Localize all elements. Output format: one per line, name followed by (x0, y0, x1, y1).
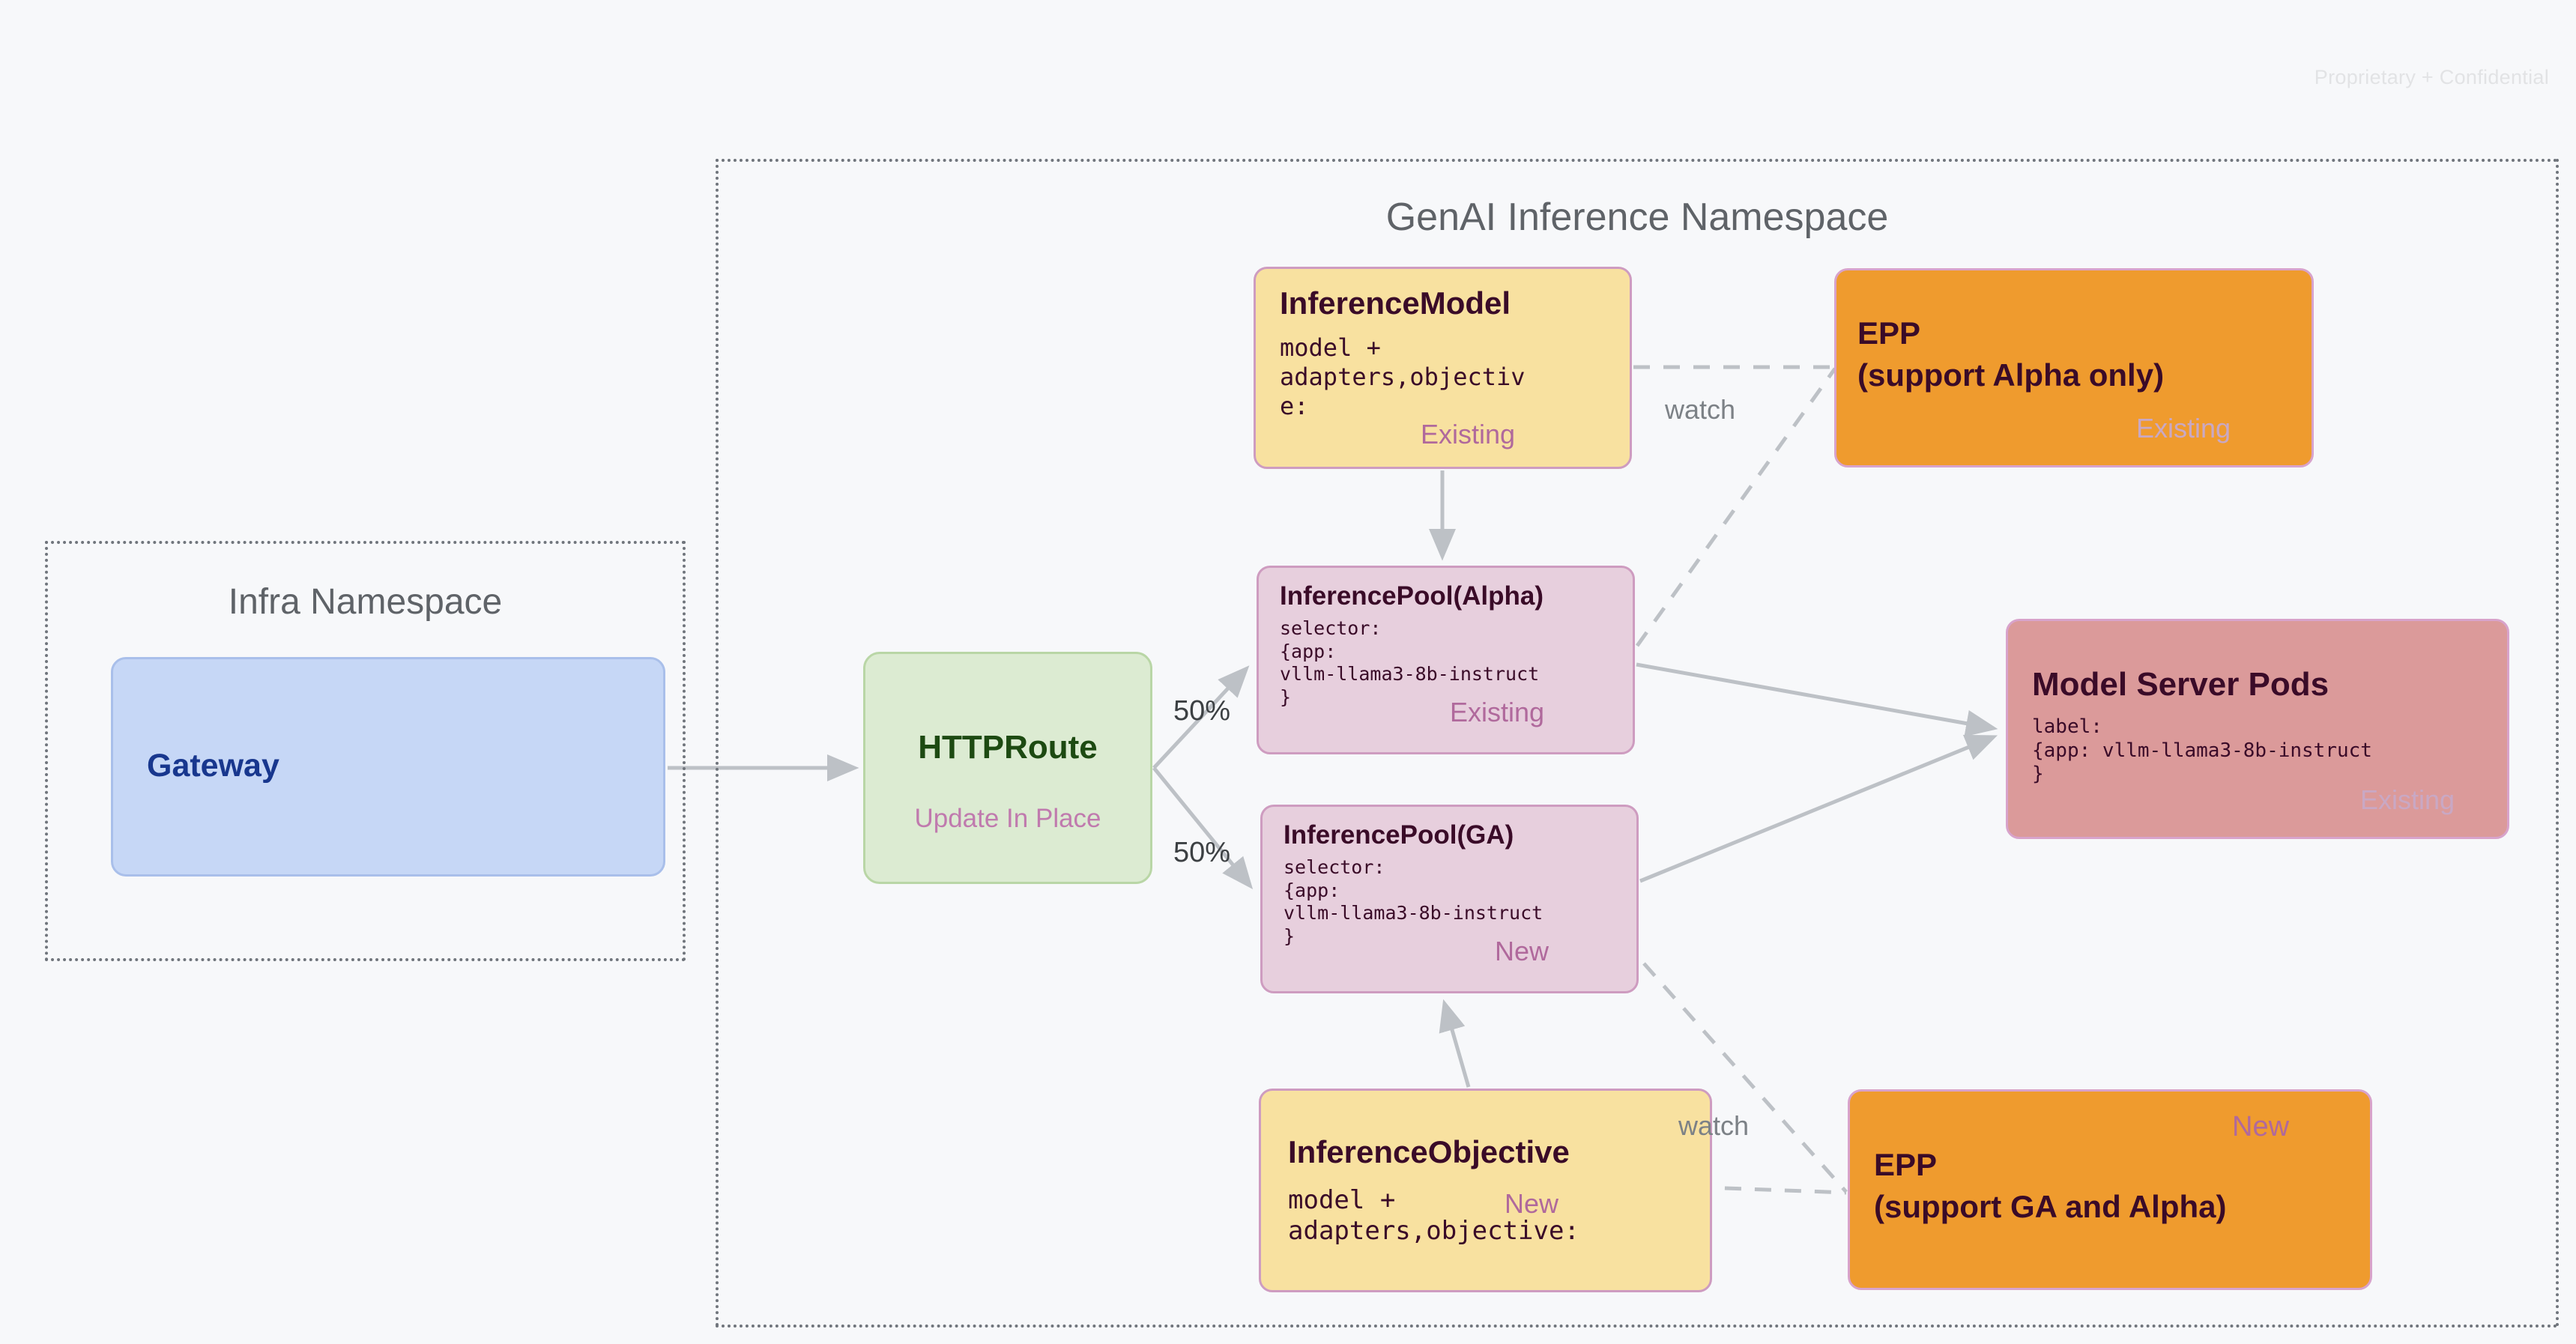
node-inference-model-title: InferenceModel (1280, 285, 1511, 321)
node-epp-alpha[interactable]: EPP (support Alpha only) Existing (1834, 268, 2314, 467)
node-model-server-pods[interactable]: Model Server Pods label: {app: vllm-llam… (2006, 619, 2509, 839)
node-inference-pool-alpha-body: selector: {app: vllm-llama3-8b-instruct … (1280, 617, 1540, 708)
namespace-infra-title: Infra Namespace (228, 582, 503, 622)
node-model-server-pods-tag: Existing (2360, 784, 2455, 815)
edge-label-watch-top: watch (1665, 394, 1736, 425)
node-gateway-title: Gateway (147, 748, 279, 784)
node-epp-alpha-title-line2: (support Alpha only) (1857, 357, 2165, 393)
node-epp-ga-title-line1: EPP (1874, 1147, 1938, 1182)
node-inference-objective-title: InferenceObjective (1288, 1134, 1570, 1169)
node-gateway[interactable]: Gateway (111, 657, 665, 877)
node-epp-ga-tag: New (2232, 1111, 2290, 1142)
confidential-watermark: Proprietary + Confidential (2314, 66, 2549, 88)
node-epp-ga-title-line2: (support GA and Alpha) (1874, 1189, 2227, 1224)
node-inference-pool-ga-title: InferencePool(GA) (1284, 820, 1514, 850)
edge-label-split-bottom: 50% (1173, 837, 1231, 868)
node-model-server-pods-title: Model Server Pods (2032, 666, 2329, 703)
node-inference-pool-alpha-title: InferencePool(Alpha) (1280, 581, 1544, 611)
node-inference-objective[interactable]: InferenceObjective model + adapters,obje… (1259, 1089, 1712, 1292)
node-inference-pool-alpha-tag: Existing (1450, 697, 1545, 727)
node-inference-pool-alpha[interactable]: InferencePool(Alpha) selector: {app: vll… (1257, 566, 1635, 754)
namespace-infra: Infra Namespace (45, 541, 686, 961)
node-epp-alpha-title-line1: EPP (1857, 315, 1921, 351)
node-httproute-title: HTTPRoute (918, 729, 1098, 766)
node-inference-pool-ga-tag: New (1495, 936, 1549, 966)
node-inference-pool-ga-body: selector: {app: vllm-llama3-8b-instruct … (1284, 856, 1544, 947)
node-inference-model-tag: Existing (1421, 419, 1516, 449)
node-httproute-subtitle: Update In Place (914, 804, 1101, 833)
node-model-server-pods-body: label: {app: vllm-llama3-8b-instruct } (2032, 715, 2372, 786)
node-epp-ga[interactable]: EPP (support GA and Alpha) New (1848, 1089, 2372, 1290)
node-inference-model-body: model + adapters,objectiv e: (1280, 333, 1526, 421)
node-epp-alpha-tag: Existing (2136, 413, 2231, 444)
edge-label-split-top: 50% (1173, 695, 1231, 727)
namespace-genai-inference-title: GenAI Inference Namespace (1385, 196, 1889, 239)
node-inference-model[interactable]: InferenceModel model + adapters,objectiv… (1254, 267, 1632, 469)
node-inference-objective-tag: New (1505, 1188, 1559, 1219)
edge-label-watch-bottom: watch (1678, 1110, 1750, 1141)
node-httproute[interactable]: HTTPRoute Update In Place (863, 652, 1152, 884)
node-inference-objective-body: model + adapters,objective: (1288, 1185, 1579, 1247)
namespace-genai-inference: GenAI Inference Namespace (716, 159, 2559, 1328)
node-inference-pool-ga[interactable]: InferencePool(GA) selector: {app: vllm-l… (1260, 805, 1639, 993)
